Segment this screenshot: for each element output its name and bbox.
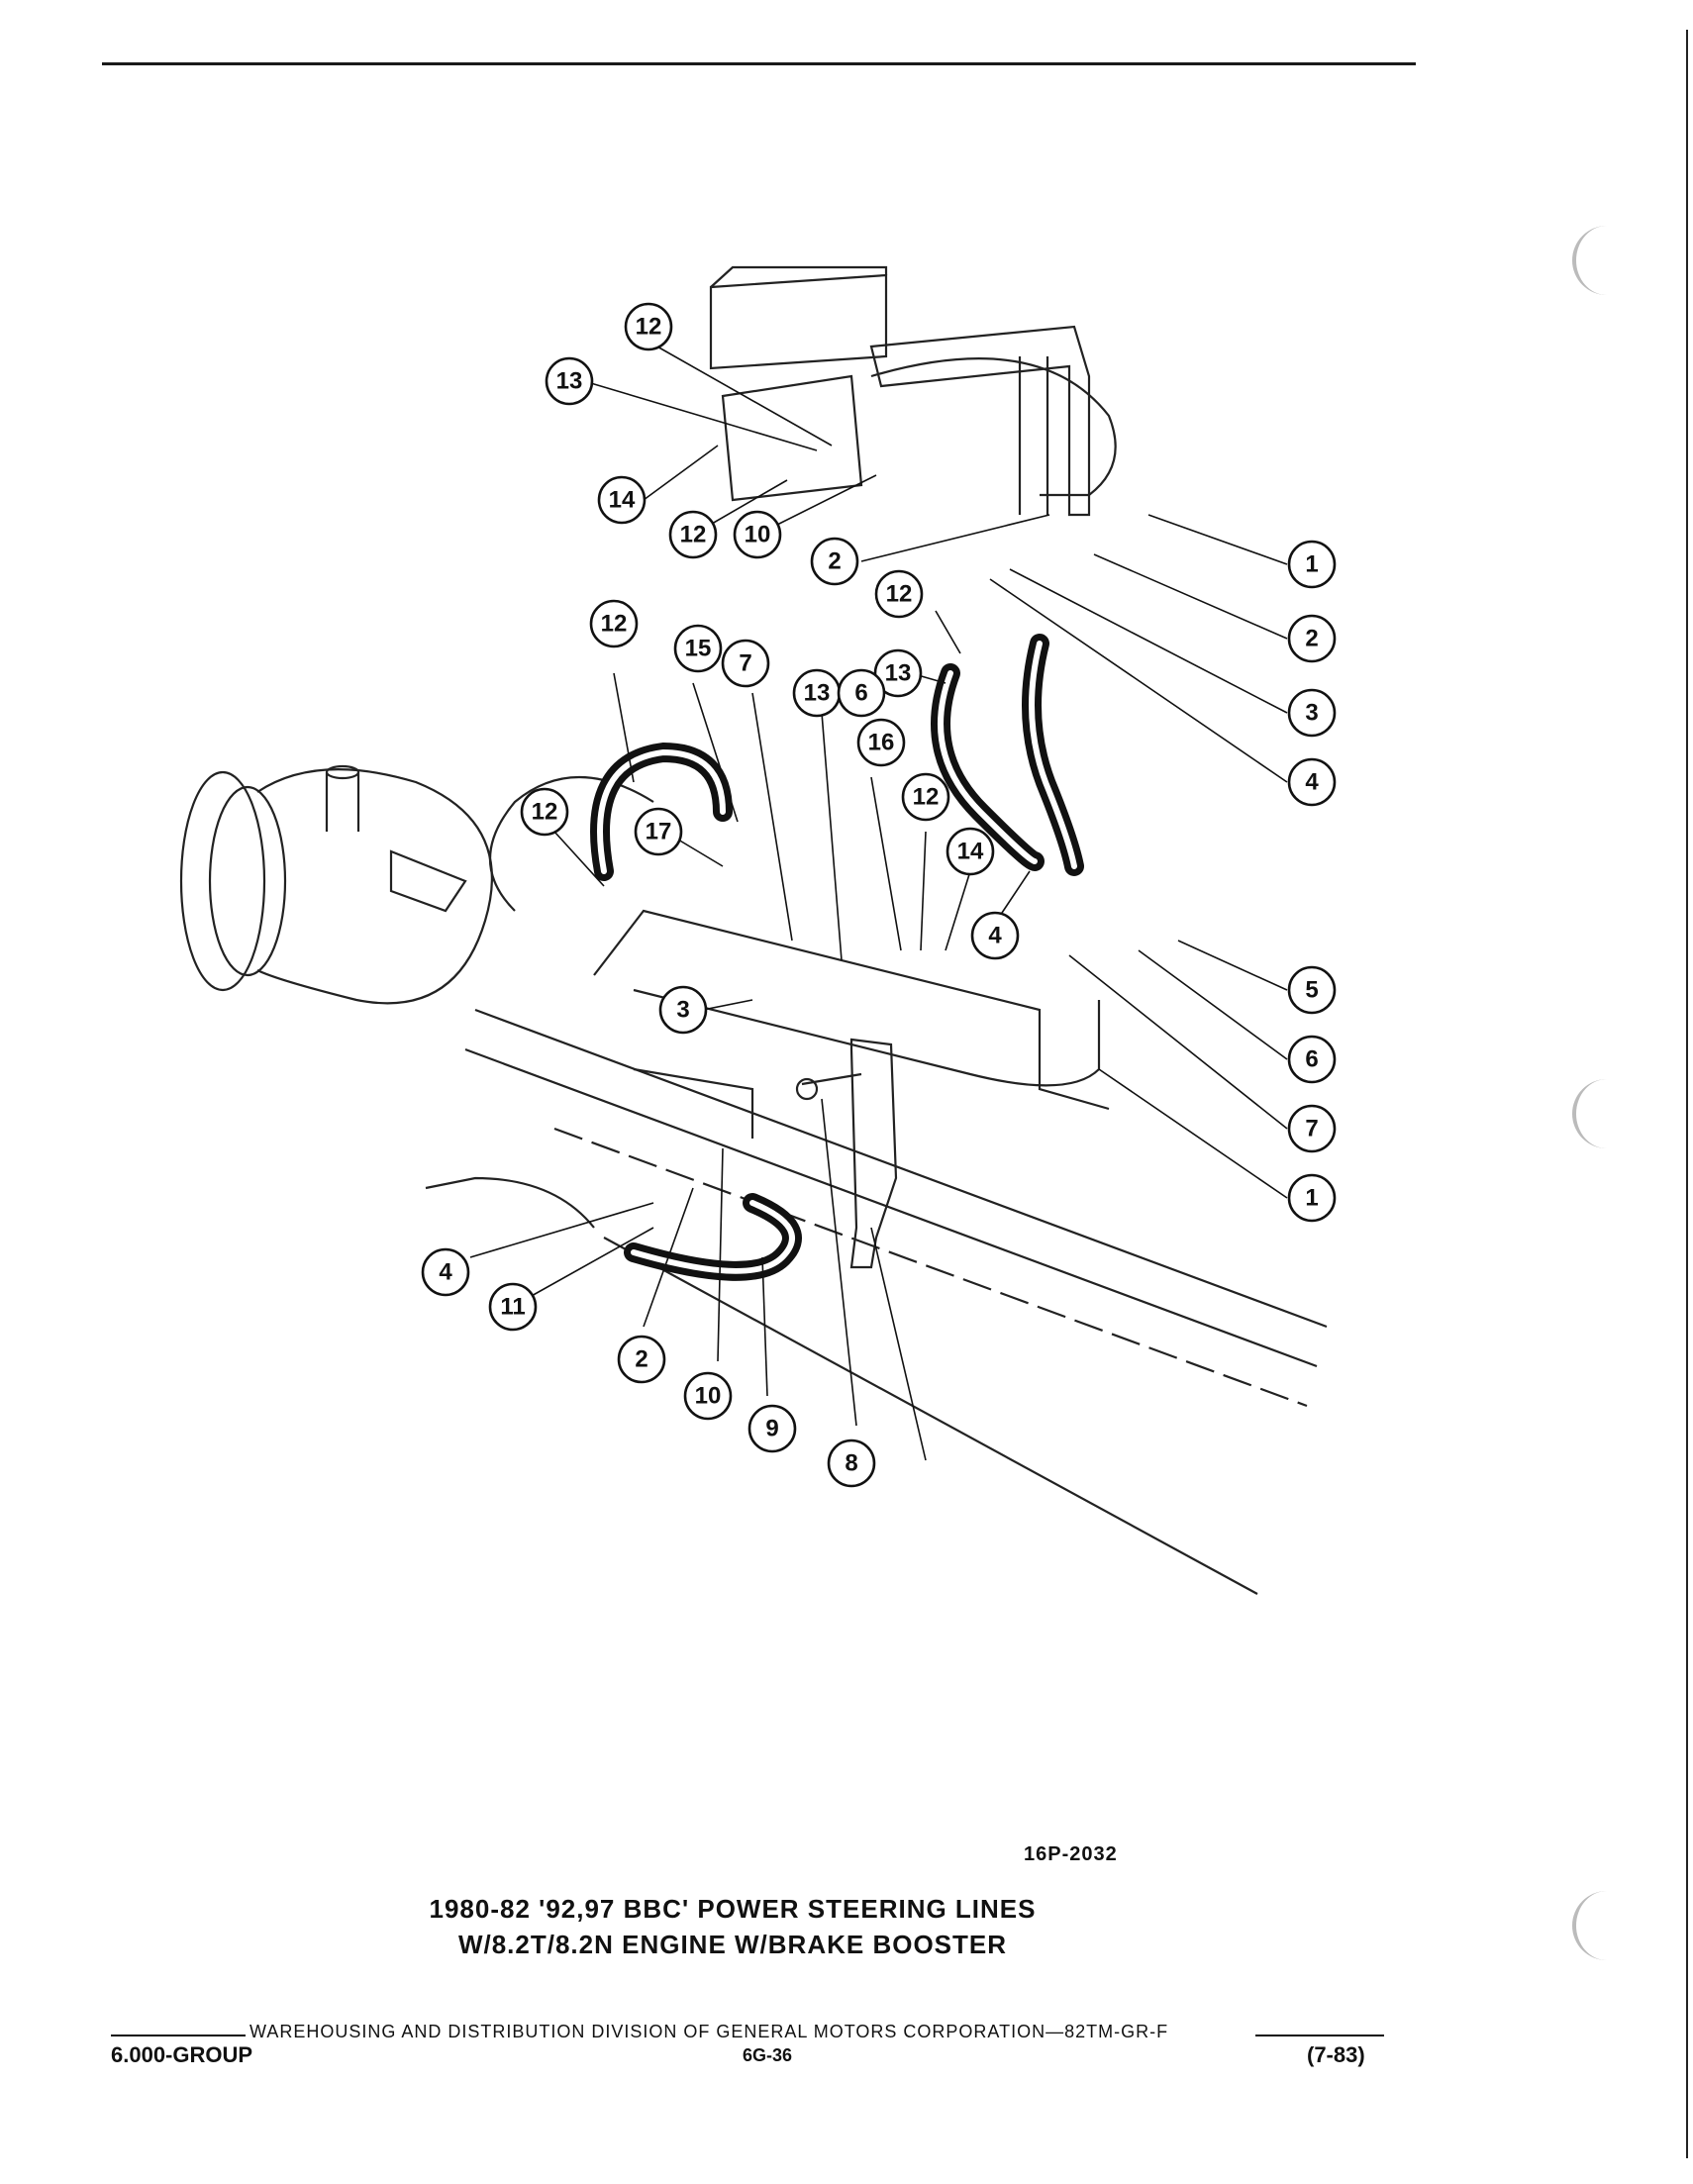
footer-date: (7-83)	[1307, 2042, 1365, 2067]
callout-10: 10	[733, 510, 782, 559]
binder-hole	[1572, 1891, 1616, 1960]
callout-label: 6	[854, 680, 867, 707]
callout-label: 7	[1305, 1116, 1318, 1142]
callout-label: 2	[828, 548, 841, 575]
callout-12: 12	[520, 787, 569, 837]
caption-line-1: 1980-82 '92,97 BBC' POWER STEERING LINES	[429, 1894, 1037, 1924]
callout-label: 1	[1305, 1185, 1318, 1212]
power-steering-pump	[179, 764, 493, 1005]
callout-4: 4	[1287, 757, 1337, 807]
callout-label: 4	[988, 923, 1002, 949]
callout-label: 8	[845, 1450, 857, 1477]
callout-3: 3	[658, 985, 708, 1035]
callout-label: 11	[500, 1294, 525, 1321]
callout-label: 6	[1305, 1046, 1318, 1073]
callout-16: 16	[856, 718, 906, 767]
callout-label: 12	[532, 799, 558, 826]
callout-label: 10	[745, 522, 771, 548]
binder-hole	[1572, 226, 1616, 295]
callout-13: 13	[545, 356, 594, 406]
callout-label: 14	[957, 839, 984, 865]
callout-13: 13	[792, 668, 842, 718]
bracket	[795, 1038, 898, 1269]
footer-corporation: WAREHOUSING AND DISTRIBUTION DIVISION OF…	[246, 2022, 1173, 2042]
footer-page-number: 6G-36	[743, 2045, 793, 2065]
callout-10: 10	[683, 1371, 733, 1421]
callout-5: 5	[1287, 965, 1337, 1015]
binder-hole	[1572, 1079, 1616, 1148]
callout-label: 4	[1305, 769, 1319, 796]
callout-label: 1	[1305, 551, 1318, 578]
caption-line-2: W/8.2T/8.2N ENGINE W/BRAKE BOOSTER	[457, 1930, 1008, 1959]
callout-17: 17	[634, 807, 683, 856]
callout-12: 12	[624, 302, 673, 351]
footer-rule-right	[1255, 2035, 1384, 2036]
callout-label: 2	[635, 1346, 647, 1373]
page-edge	[1686, 30, 1688, 2158]
callout-8: 8	[827, 1439, 876, 1488]
callout-label: 7	[739, 650, 751, 677]
brake-booster	[869, 325, 1117, 517]
callout-4: 4	[421, 1247, 470, 1297]
callout-14: 14	[597, 475, 647, 525]
callout-13: 13	[873, 648, 923, 698]
callout-label: 12	[913, 784, 940, 811]
frame-rail	[464, 1008, 1328, 1595]
footer-rule-left	[111, 2035, 246, 2036]
figure-caption: 1980-82 '92,97 BBC' POWER STEERING LINES…	[297, 1891, 1168, 1962]
callout-12: 12	[668, 510, 718, 559]
callout-label: 12	[680, 522, 707, 548]
top-rule	[102, 62, 1416, 65]
callout-12: 12	[589, 599, 639, 648]
callout-7: 7	[1287, 1104, 1337, 1153]
callout-1: 1	[1287, 1173, 1337, 1223]
callout-14: 14	[946, 827, 995, 876]
callout-9: 9	[747, 1404, 797, 1453]
callout-2: 2	[810, 537, 859, 586]
callout-label: 16	[868, 730, 895, 756]
callout-label: 12	[636, 314, 662, 341]
callout-6: 6	[837, 668, 886, 718]
callout-label: 17	[646, 819, 672, 845]
callout-label: 13	[885, 660, 912, 687]
callout-1: 1	[1287, 540, 1337, 589]
callout-2: 2	[1287, 614, 1337, 663]
callout-label: 2	[1305, 626, 1318, 652]
callout-3: 3	[1287, 688, 1337, 738]
callout-label: 12	[886, 581, 913, 608]
figure-id: 16P-2032	[1024, 1843, 1118, 1865]
callout-label: 15	[685, 636, 712, 662]
leader-lines	[469, 341, 1288, 1461]
callout-label: 10	[695, 1383, 722, 1410]
callout-11: 11	[488, 1282, 538, 1332]
callout-4: 4	[970, 911, 1020, 960]
master-cylinder	[709, 265, 888, 502]
callout-label: 9	[765, 1416, 778, 1442]
callout-label: 12	[601, 611, 628, 638]
callout-2: 2	[617, 1335, 666, 1384]
callout-label: 3	[676, 997, 689, 1024]
callout-7: 7	[721, 639, 770, 688]
callout-label: 14	[609, 487, 636, 514]
callout-6: 6	[1287, 1035, 1337, 1084]
callout-label: 4	[439, 1259, 452, 1286]
callout-label: 13	[804, 680, 831, 707]
callout-15: 15	[673, 624, 723, 673]
callout-12: 12	[874, 569, 924, 619]
callout-label: 13	[556, 368, 583, 395]
callout-label: 3	[1305, 700, 1318, 727]
callout-label: 5	[1305, 977, 1318, 1004]
pressure-hose	[590, 634, 1084, 1281]
callout-12: 12	[901, 772, 950, 822]
footer-group: 6.000-GROUP	[111, 2042, 253, 2067]
